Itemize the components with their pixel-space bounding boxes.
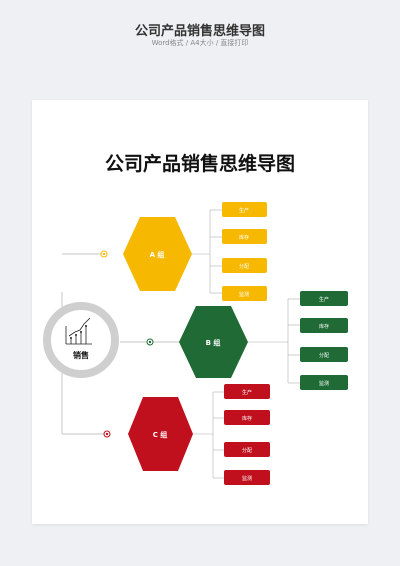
bar-chart-icon bbox=[65, 317, 92, 345]
page-header-subtitle: Word格式 / A4大小 / 直接打印 bbox=[151, 39, 249, 47]
group-a-hexagon bbox=[123, 217, 192, 291]
leaf-a-4 bbox=[222, 286, 267, 301]
leaf-b-4 bbox=[300, 375, 348, 390]
leaf-c-4 bbox=[224, 470, 270, 485]
svg-text:分配: 分配 bbox=[242, 447, 252, 454]
svg-text:生产: 生产 bbox=[319, 296, 329, 303]
core-node: 销售 bbox=[43, 302, 119, 378]
svg-text:生产: 生产 bbox=[239, 207, 249, 214]
svg-text:库存: 库存 bbox=[319, 323, 329, 330]
svg-text:生产: 生产 bbox=[242, 389, 252, 396]
group-a-label: A 组 bbox=[150, 250, 165, 259]
svg-text:监测: 监测 bbox=[242, 475, 252, 482]
group-b: B 组 生产 库存 分配 监测 bbox=[179, 291, 348, 390]
document-title: 公司产品销售思维导图 bbox=[104, 153, 295, 175]
svg-text:监测: 监测 bbox=[239, 291, 249, 298]
group-b-leaves: 生产 库存 分配 监测 bbox=[300, 291, 348, 390]
svg-text:分配: 分配 bbox=[239, 263, 249, 270]
svg-text:库存: 库存 bbox=[242, 415, 252, 422]
document-sheet: 公司产品销售思维导图 bbox=[32, 100, 368, 524]
mind-map: 销售 A 组 生产 库存 分配 监测 bbox=[43, 202, 348, 485]
svg-text:分配: 分配 bbox=[319, 352, 329, 359]
chart-dots bbox=[70, 325, 87, 339]
leaf-c-2 bbox=[224, 410, 270, 425]
leaf-b-1 bbox=[300, 291, 348, 306]
group-c-hexagon bbox=[128, 397, 193, 471]
leaf-b-2 bbox=[300, 318, 348, 333]
group-markers bbox=[100, 250, 154, 438]
group-c-label: C 组 bbox=[153, 430, 168, 439]
group-c-leaves: 生产 库存 分配 监测 bbox=[224, 384, 270, 485]
leaf-a-1 bbox=[222, 202, 267, 217]
group-a-leaves: 生产 库存 分配 监测 bbox=[222, 202, 267, 301]
page-header-title: 公司产品销售思维导图 bbox=[134, 24, 265, 39]
core-label: 销售 bbox=[73, 350, 89, 360]
leaf-c-1 bbox=[224, 384, 270, 399]
leaf-b-3 bbox=[300, 347, 348, 362]
svg-text:监测: 监测 bbox=[319, 380, 329, 387]
svg-text:库存: 库存 bbox=[239, 234, 249, 241]
group-b-label: B 组 bbox=[206, 338, 221, 347]
leaf-a-3 bbox=[222, 258, 267, 273]
group-b-hexagon bbox=[179, 306, 248, 378]
leaf-a-2 bbox=[222, 229, 267, 244]
leaf-c-3 bbox=[224, 442, 270, 457]
group-c: C 组 生产 库存 分配 监测 bbox=[128, 384, 270, 485]
group-a: A 组 生产 库存 分配 监测 bbox=[123, 202, 267, 301]
